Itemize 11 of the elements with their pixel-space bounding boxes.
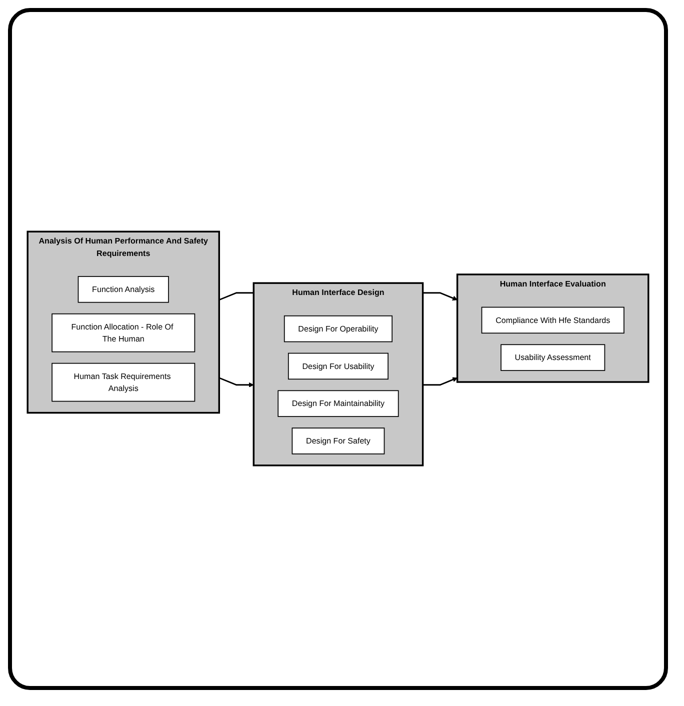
node-box: Design For Safety [292, 428, 385, 455]
node-box: Design For Maintainability [278, 390, 399, 418]
node-box: Design For Usability [288, 353, 388, 380]
node-box: Design For Operability [284, 316, 393, 343]
node-box: Compliance With Hfe Standards [481, 307, 624, 334]
node-box: Usability Assessment [500, 344, 606, 372]
node-box: Human Task Requirements Analysis [52, 363, 196, 402]
node-box: Function Allocation - Role Of The Human [52, 314, 196, 353]
arrow [422, 378, 458, 386]
arrow [218, 378, 254, 388]
node-box: Function Analysis [78, 276, 169, 304]
